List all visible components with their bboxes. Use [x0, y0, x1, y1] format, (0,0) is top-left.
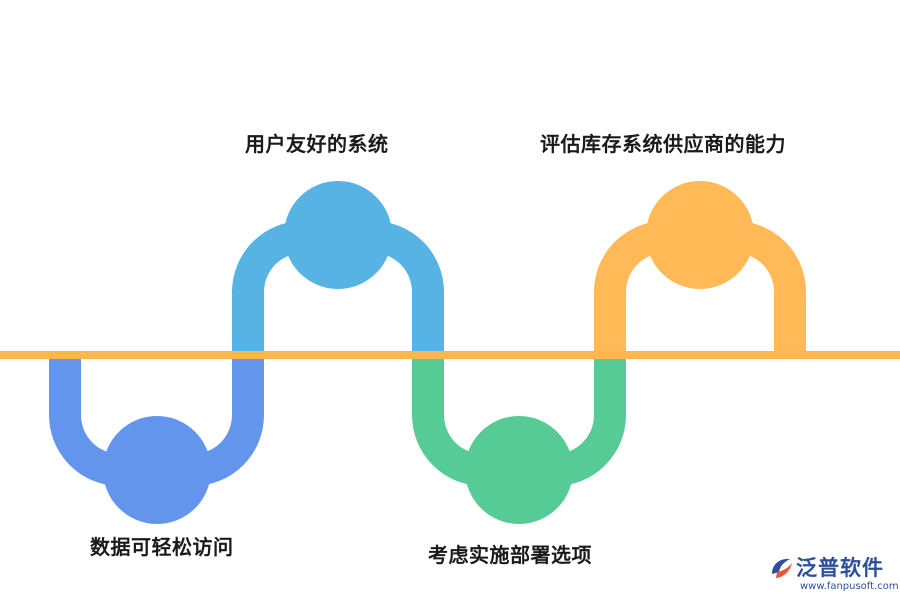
node-3-circle	[465, 416, 573, 524]
fanpu-logo-icon	[772, 558, 792, 578]
node-2-circle	[284, 181, 392, 289]
node-4-circle	[646, 181, 754, 289]
brand-logo: 泛普软件 www.fanpusoft.com	[768, 552, 899, 596]
node-1-label: 数据可轻松访问	[90, 535, 234, 559]
logo-url: www.fanpusoft.com	[800, 581, 899, 592]
node-3-label: 考虑实施部署选项	[428, 543, 592, 567]
timeline-line	[0, 351, 900, 359]
node-4-label: 评估库存系统供应商的能力	[540, 132, 786, 156]
logo-name: 泛普软件	[796, 556, 884, 580]
node-2-label: 用户友好的系统	[245, 132, 389, 156]
node-1-circle	[103, 416, 211, 524]
